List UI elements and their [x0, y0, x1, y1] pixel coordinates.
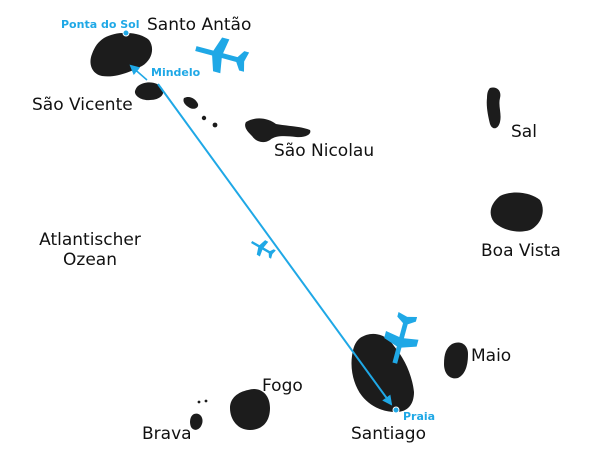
island-maio	[444, 342, 468, 379]
island-santo-antao	[90, 32, 153, 77]
label-santiago: Santiago	[351, 424, 426, 444]
island-boa-vista	[490, 192, 543, 232]
islet	[201, 115, 207, 121]
island-sao-nicolau	[245, 118, 311, 143]
label-sal: Sal	[511, 122, 537, 142]
ponta-do-sol-dot	[122, 29, 130, 37]
ocean-label-line1: Atlantischer	[39, 230, 141, 250]
label-maio: Maio	[471, 346, 512, 366]
island-santa-luzia	[183, 96, 199, 109]
label-brava: Brava	[142, 424, 192, 444]
label-boa-vista: Boa Vista	[481, 241, 561, 261]
airplane-icon	[384, 312, 419, 364]
route-mindelo-santo-antao	[129, 64, 148, 81]
label-ponta-do-sol: Ponta do Sol	[61, 18, 140, 31]
island-sao-vicente	[134, 82, 164, 101]
islet	[204, 399, 208, 403]
route-mindelo-praia	[157, 83, 393, 406]
island-sal	[486, 87, 501, 129]
ocean-label: Atlantischer Ozean	[30, 230, 150, 270]
island-brava	[190, 413, 203, 430]
islet	[197, 400, 201, 404]
label-sao-nicolau: São Nicolau	[274, 141, 375, 161]
ocean-label-line2: Ozean	[63, 250, 117, 270]
label-mindelo: Mindelo	[151, 66, 201, 79]
airplane-icon	[251, 240, 276, 259]
praia-dot	[392, 406, 400, 414]
airplane-icon	[195, 37, 250, 74]
label-sao-vicente: São Vicente	[32, 95, 133, 115]
island-fogo	[230, 388, 270, 430]
label-praia: Praia	[403, 410, 436, 423]
label-fogo: Fogo	[262, 376, 303, 396]
label-santo-antao: Santo Antão	[147, 15, 252, 35]
islet	[212, 122, 218, 128]
